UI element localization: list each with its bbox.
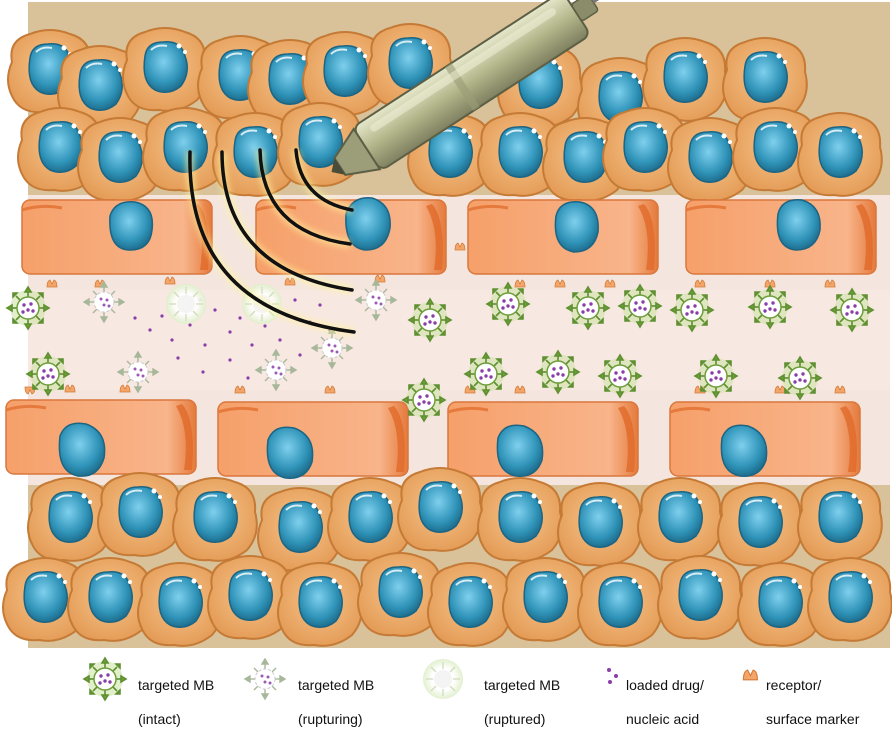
legend-mb-intact-line2: (intact) — [138, 711, 181, 727]
legend-mb-intact-line1: targeted MB — [138, 677, 215, 693]
legend-mb-ruptured-line1: targeted MB — [484, 677, 561, 693]
receptor-icon — [742, 669, 758, 681]
legend-drug-line1: loaded drug/ — [626, 677, 704, 693]
released-drug-particles — [133, 298, 332, 380]
upper-vessel-wall — [20, 197, 878, 276]
legend: targeted MB (intact) targeted MB (ruptur… — [0, 650, 892, 727]
diagram-scene — [0, 0, 892, 650]
drug-particle-icon — [607, 668, 618, 684]
legend-mb-rupturing-line1: targeted MB — [298, 677, 375, 693]
legend-item-drug: loaded drug/ nucleic acid — [604, 656, 734, 727]
microbubble-rupturing-icon — [244, 658, 286, 700]
lower-vessel-wall — [4, 398, 862, 479]
microbubble-intact-icon — [83, 657, 127, 701]
legend-mb-rupturing-line2: (rupturing) — [298, 711, 363, 727]
transducer-icon — [331, 0, 621, 177]
legend-item-mb-ruptured: targeted MB (ruptured) — [418, 656, 598, 727]
microbubble-ruptured-icon — [422, 658, 464, 700]
legend-receptor-line2: surface marker — [766, 711, 860, 727]
legend-drug-line2: nucleic acid — [626, 711, 700, 727]
legend-item-receptor: receptor/ surface marker — [742, 656, 892, 727]
ultrasound-wave-icon — [185, 148, 356, 337]
legend-receptor-line1: receptor/ — [766, 677, 822, 693]
legend-item-mb-rupturing: targeted MB (rupturing) — [242, 656, 422, 727]
legend-mb-ruptured-line2: (ruptured) — [484, 711, 546, 727]
